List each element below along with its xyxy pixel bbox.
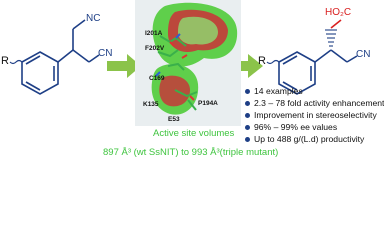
residue-label: C169 (149, 75, 165, 82)
feature-text: Up to 488 g/(L.d) productivity (254, 134, 365, 144)
product-acid-label: HO₂C (325, 7, 352, 18)
residue-label: P194A (198, 100, 218, 107)
residue-label: I201A (145, 30, 163, 37)
product-chain (314, 49, 358, 63)
product-acid-bond (330, 19, 342, 29)
product-r-bond (266, 59, 280, 65)
active-site-title: Active site volumes (153, 128, 235, 139)
residue-label: E53 (168, 116, 180, 123)
reactant-r-label: R (1, 55, 9, 67)
protein-structure-image (135, 0, 241, 126)
product-r-label: R (258, 55, 266, 67)
reaction-arrow-left (107, 54, 141, 78)
feature-text: 96% – 99% ee values (254, 122, 338, 132)
feature-item: 96% – 99% ee values (245, 122, 337, 132)
product-nitrile-right-label: CN (356, 49, 371, 60)
reactant-benzene-ring (21, 51, 59, 95)
feature-text: Improvement in stereoselectivity (254, 110, 377, 120)
bullet-icon (245, 124, 250, 130)
reactant-r-bond (9, 59, 23, 65)
bullet-icon (245, 88, 250, 94)
residue-label: F202V (145, 45, 165, 52)
active-site-range: 897 Å³ (wt SsNIT) to 993 Å³(triple mutan… (103, 147, 279, 158)
reactant-nitrile-right-label: CN (98, 48, 113, 59)
feature-item: 2.3 – 78 fold activity enhancement (245, 98, 384, 108)
bullet-icon (245, 136, 250, 142)
reactant-chain (57, 19, 100, 63)
feature-item: Up to 488 g/(L.d) productivity (245, 134, 364, 144)
feature-item: 14 examples (245, 86, 303, 96)
reactant-nitrile-top-label: NC (86, 13, 101, 24)
feature-text: 14 examples (254, 86, 303, 96)
bullet-icon (245, 100, 250, 106)
feature-text: 2.3 – 78 fold activity enhancement (254, 98, 384, 108)
feature-item: Improvement in stereoselectivity (245, 110, 377, 120)
residue-label: K135 (143, 101, 159, 108)
reaction-scheme (9, 0, 358, 126)
product-hash-bond (325, 29, 337, 47)
bullet-icon (245, 112, 250, 118)
